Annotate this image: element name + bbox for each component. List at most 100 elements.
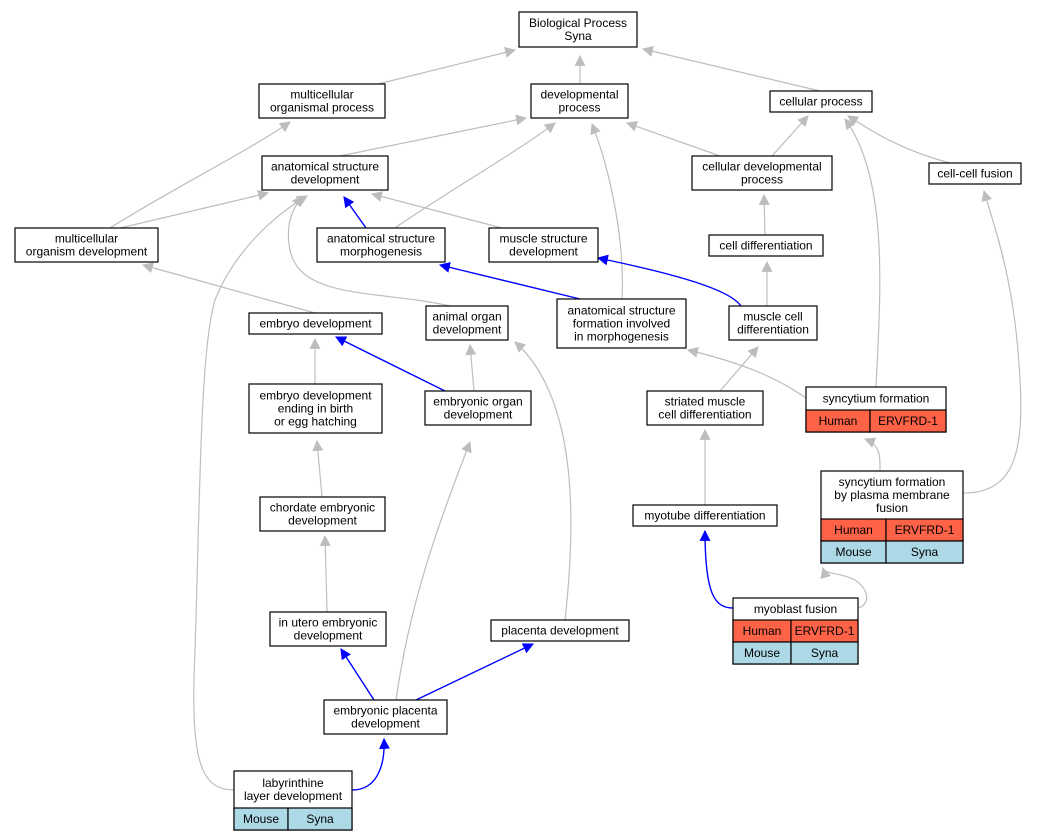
node-label: chordate embryonic xyxy=(270,501,375,515)
gene-cell xyxy=(869,409,947,433)
node-label: process xyxy=(558,101,600,115)
edge-sf-to-cellp xyxy=(844,118,881,388)
gene-label: ERVFRD-1 xyxy=(878,414,938,428)
node-label: development xyxy=(288,514,357,528)
node-box xyxy=(261,155,389,191)
edge-lld-to-asd xyxy=(193,195,308,791)
node-label: cell differentiation xyxy=(658,408,751,422)
node-label: development xyxy=(294,629,363,643)
edge-cdp-to-cellp xyxy=(771,115,809,157)
node-label: embryonic organ xyxy=(433,395,522,409)
edges-layer xyxy=(109,45,1022,791)
gene-cell xyxy=(885,540,964,564)
edge-asf-to-asm xyxy=(438,261,581,300)
node-box xyxy=(530,83,629,119)
edge-cdp-to-devp xyxy=(625,121,721,157)
species-label: Mouse xyxy=(243,812,279,826)
node-label: by plasma membrane xyxy=(834,488,950,502)
node-label: placenta development xyxy=(501,624,619,638)
node-label: fusion xyxy=(876,501,908,515)
node-pd[interactable]: placenta development xyxy=(490,619,630,642)
node-label: development xyxy=(351,717,420,731)
node-label: myoblast fusion xyxy=(754,602,837,616)
species-label: Human xyxy=(834,523,873,537)
node-label: development xyxy=(444,408,513,422)
node-box xyxy=(769,90,873,113)
species-label: Human xyxy=(743,624,782,638)
node-cd[interactable]: cell differentiation xyxy=(708,234,824,257)
node-cellp[interactable]: cellular process xyxy=(769,90,873,113)
edge-asf-to-devp xyxy=(590,122,623,300)
edge-epd-to-pd xyxy=(415,643,534,701)
node-label: multicellular xyxy=(55,232,118,246)
node-ccf[interactable]: cell-cell fusion xyxy=(928,162,1022,185)
node-box xyxy=(248,312,383,335)
node-label: organismal process xyxy=(270,101,374,115)
node-box xyxy=(424,390,532,426)
nodes-layer: Biological ProcessSynamulticellularorgan… xyxy=(14,11,1022,831)
edge-mod-to-asd xyxy=(119,189,270,229)
edge-asm-to-devp xyxy=(394,122,556,229)
node-box xyxy=(248,383,383,434)
edge-sf-to-asf xyxy=(686,346,807,399)
node-label: development xyxy=(291,173,360,187)
node-box xyxy=(646,390,764,426)
gene-label: Syna xyxy=(811,646,839,660)
node-box xyxy=(632,504,778,527)
node-label: differentiation xyxy=(737,323,809,337)
node-label: multicellular xyxy=(290,88,353,102)
node-label: labyrinthine xyxy=(262,776,324,790)
node-box xyxy=(928,162,1022,185)
node-ed[interactable]: embryo development xyxy=(248,312,383,335)
node-box xyxy=(14,227,159,263)
node-label: layer development xyxy=(244,789,343,803)
edge-mop-to-bp xyxy=(377,47,517,85)
node-label: syncytium formation xyxy=(823,392,930,406)
gene-label: ERVFRD-1 xyxy=(795,624,855,638)
edge-lld-to-epd xyxy=(351,737,390,791)
node-myo[interactable]: myotube differentiation xyxy=(632,504,778,527)
gene-cell xyxy=(790,641,859,665)
node-label: animal organ xyxy=(432,310,501,324)
node-label: development xyxy=(433,323,502,337)
edge-mcd-to-msd xyxy=(596,254,742,307)
gene-label: ERVFRD-1 xyxy=(895,523,955,537)
node-box xyxy=(323,699,448,735)
node-label: cell-cell fusion xyxy=(937,167,1012,181)
node-label: developmental xyxy=(540,88,618,102)
edge-ced-to-edb xyxy=(312,439,324,498)
node-label: formation involved xyxy=(573,317,670,331)
node-label: or egg hatching xyxy=(274,415,357,429)
edge-smcd-to-mcd xyxy=(719,346,759,392)
node-box xyxy=(556,298,687,349)
node-label: embryonic placenta xyxy=(333,704,437,718)
node-label: anatomical structure xyxy=(567,304,675,318)
species-label: Mouse xyxy=(835,545,871,559)
node-box xyxy=(269,611,387,647)
node-box xyxy=(259,496,386,532)
node-box xyxy=(490,619,630,642)
edge-epd-to-eod xyxy=(395,440,472,701)
